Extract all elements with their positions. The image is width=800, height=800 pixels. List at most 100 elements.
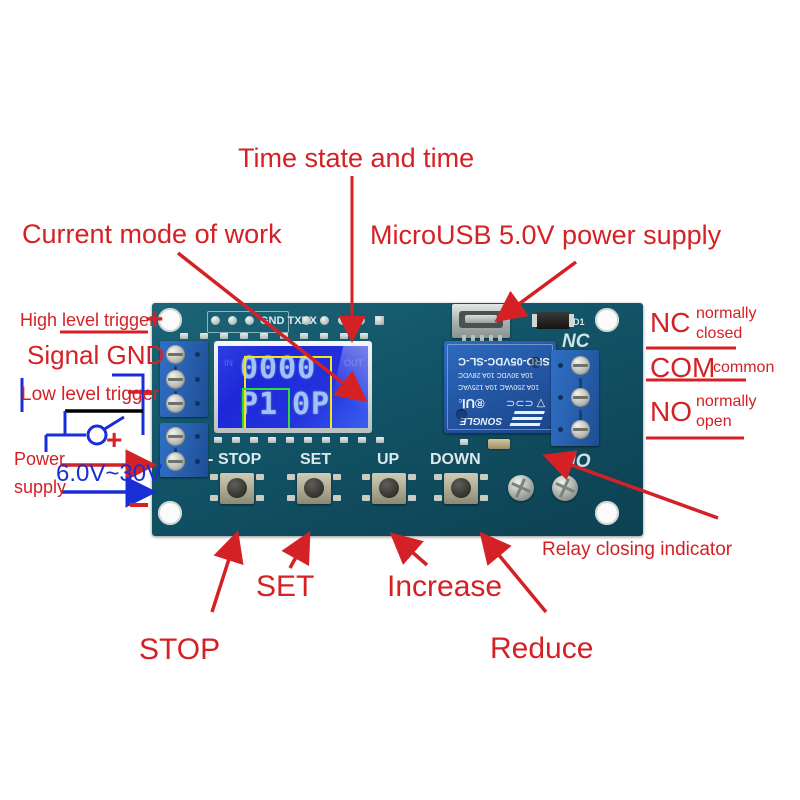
terminal-screw-com[interactable]	[571, 388, 590, 407]
button-stop[interactable]	[220, 473, 254, 504]
lcd-ghost-left: IN	[224, 358, 233, 368]
terminal-screw-low-trigger[interactable]	[166, 394, 185, 413]
smd-resistor	[286, 437, 294, 443]
silk-label-no: NO	[562, 451, 591, 472]
terminal-slot	[579, 378, 582, 394]
terminal-wire-hole	[195, 401, 200, 406]
header-pad	[356, 316, 365, 325]
relay-ul-mark: ®Ul	[462, 396, 485, 411]
button-cap	[379, 478, 399, 498]
header-pad	[211, 316, 220, 325]
relay-ul-sub: c	[459, 397, 462, 403]
button-pad	[210, 474, 218, 480]
annotation-high-level-trigger: High level trigger	[20, 310, 156, 330]
smd-resistor	[300, 333, 308, 339]
terminal-screw-vcc[interactable]	[166, 427, 185, 446]
silk-label-down: DOWN	[430, 451, 481, 468]
smd-resistor	[358, 437, 366, 443]
button-pad	[333, 495, 341, 501]
terminal-block-relay-output[interactable]	[551, 350, 599, 446]
button-cap	[227, 478, 247, 498]
header-pad	[320, 316, 329, 325]
relay-logo	[509, 411, 545, 427]
relay-vent-hole	[456, 409, 467, 420]
button-pad	[210, 495, 218, 501]
header-pad	[245, 316, 254, 325]
relay-rating-line-2: 10A 30VDC 10A 28VDC	[458, 371, 534, 378]
smd-resistor	[340, 333, 348, 339]
usb-leg	[480, 335, 484, 342]
button-pad	[256, 495, 264, 501]
button-set[interactable]	[297, 473, 331, 504]
button-pad	[256, 474, 264, 480]
button-down[interactable]	[444, 473, 478, 504]
smd-resistor	[268, 437, 276, 443]
usb-leg	[489, 335, 493, 342]
terminal-screw-gnd[interactable]	[166, 452, 185, 471]
header-pad	[302, 316, 311, 325]
smd-resistor	[280, 333, 288, 339]
button-pad	[287, 474, 295, 480]
microusb-port[interactable]	[452, 304, 510, 342]
terminal-screw-no[interactable]	[571, 420, 590, 439]
usb-leg	[462, 335, 466, 342]
button-cap	[304, 478, 324, 498]
smd-resistor	[250, 437, 258, 443]
silk-label-minus: -	[208, 451, 214, 468]
silk-label-set: SET	[300, 451, 332, 468]
header-pad	[228, 316, 237, 325]
button-pad	[480, 495, 488, 501]
smd-resistor	[240, 333, 248, 339]
annotation-voltage-range: 6.0V~30V	[56, 460, 163, 487]
annotation-power-line2: supply	[14, 477, 67, 497]
annotation-no-label: NO	[650, 396, 692, 427]
annotation-stop: STOP	[139, 633, 221, 666]
button-pad	[480, 474, 488, 480]
annotation-relay-indicator: Relay closing indicator	[542, 539, 733, 560]
usb-leg	[498, 335, 502, 342]
annotation-power-line1: Power	[14, 449, 66, 469]
lcd-ghost-right: OUT	[344, 358, 363, 368]
header-pad-square	[375, 316, 384, 325]
smd-resistor	[340, 437, 348, 443]
mounting-hole-bl	[158, 501, 182, 525]
smd-resistor	[320, 333, 328, 339]
button-pad	[408, 474, 416, 480]
terminal-slot	[579, 410, 582, 426]
electrolytic-capacitor	[552, 475, 578, 501]
annotation-time-state: Time state and time	[238, 143, 475, 173]
mounting-hole-tr	[595, 308, 619, 332]
smd-resistor	[376, 437, 384, 443]
silk-label-d1: D1	[573, 317, 585, 327]
annotation-low-level-trigger: Low level trigger	[21, 384, 160, 405]
annotation-reduce: Reduce	[490, 632, 594, 665]
terminal-block-signal[interactable]	[160, 341, 208, 417]
electrolytic-capacitor	[508, 475, 534, 501]
terminal-wire-hole	[558, 427, 563, 432]
silk-label-nc: NC	[562, 331, 590, 352]
smd-resistor	[360, 333, 368, 339]
button-up[interactable]	[372, 473, 406, 504]
annotation-nc-label: NC	[650, 307, 691, 338]
smd-resistor	[260, 333, 268, 339]
button-cap	[451, 478, 471, 498]
annotation-signal-gnd: Signal GND	[27, 340, 165, 370]
smd-resistor	[460, 439, 468, 445]
silk-label-up: UP	[377, 451, 400, 468]
terminal-screw-high-trigger[interactable]	[166, 345, 185, 364]
terminal-screw-signal-gnd[interactable]	[166, 370, 185, 389]
annotation-nc-desc-1: normally	[696, 305, 757, 322]
terminal-wire-hole	[558, 395, 563, 400]
smd-resistor	[232, 437, 240, 443]
sign-plus-top: +	[146, 303, 164, 336]
diode-d1	[532, 312, 574, 329]
terminal-screw-nc[interactable]	[571, 356, 590, 375]
terminal-block-power[interactable]	[160, 423, 208, 477]
relay-vent-hole	[530, 357, 541, 368]
relay-ce-mark: ▽ ⊂⊃⊂	[506, 397, 546, 409]
button-pad	[287, 495, 295, 501]
annotation-no-desc-2: open	[696, 413, 732, 430]
mounting-hole-br	[595, 501, 619, 525]
button-pad	[408, 495, 416, 501]
